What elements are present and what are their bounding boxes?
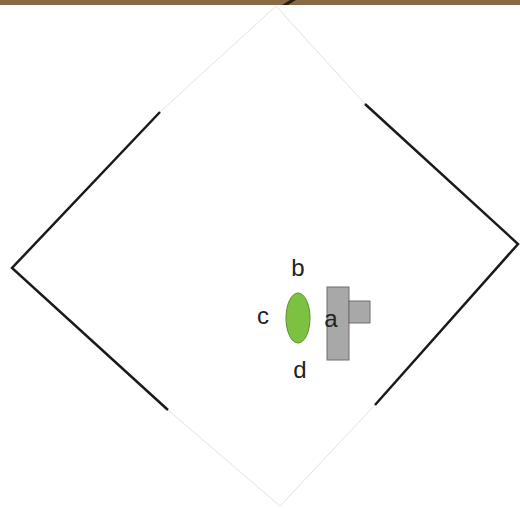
wall-line [365, 104, 518, 405]
part-letter: b [291, 256, 304, 280]
grey-device-knob [349, 301, 370, 323]
photo-strip-mark [282, 0, 296, 5]
part-letter: d [293, 358, 306, 382]
part-letter: c [257, 304, 269, 328]
wall-line [12, 112, 168, 410]
faint-wall [168, 405, 375, 506]
photo-strip [0, 0, 520, 5]
faint-wall [160, 6, 365, 112]
part-letter: a [324, 307, 337, 331]
green-ellipse [286, 293, 310, 343]
